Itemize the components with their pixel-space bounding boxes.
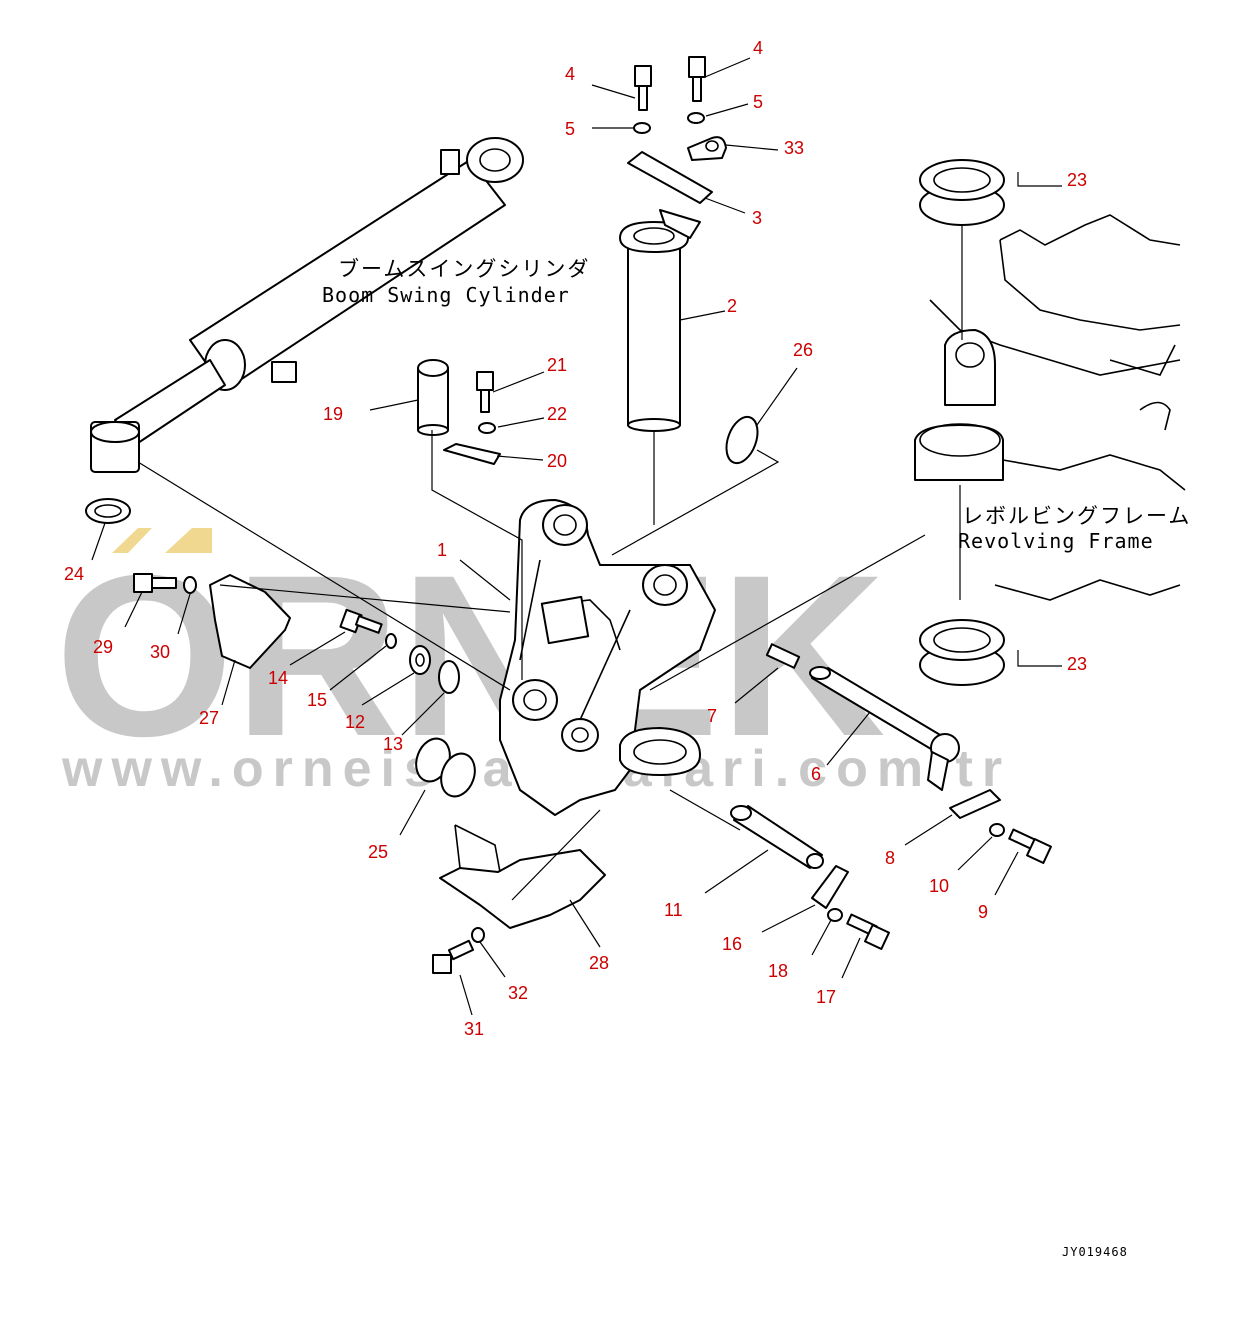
callout-5: 5	[753, 92, 763, 112]
washer-15	[385, 633, 397, 649]
washer-30	[183, 576, 197, 594]
callout-2: 2	[727, 296, 737, 316]
grease-fitting-7	[765, 643, 801, 669]
callout-29: 29	[93, 637, 113, 657]
swing-bracket-1	[499, 499, 716, 816]
boom-swing-cylinder-label-en: Boom Swing Cylinder	[322, 283, 570, 307]
drawing-code: JY019468	[1062, 1245, 1128, 1259]
bolt-21	[476, 371, 494, 413]
boom-swing-cylinder	[90, 137, 524, 473]
callout-3: 3	[752, 208, 762, 228]
callout-4: 4	[565, 64, 575, 84]
ring-13	[438, 660, 460, 694]
boom-swing-cylinder-label-jp: ブームスイングシリンダ	[338, 257, 590, 281]
plate-8	[949, 789, 1001, 819]
pin-2	[619, 209, 701, 525]
callout-10: 10	[929, 876, 949, 896]
callout-33: 33	[784, 138, 804, 158]
frame-lower-boss	[914, 424, 1004, 481]
bushing-23-upper	[919, 159, 1005, 340]
callout-23: 23	[1067, 654, 1087, 674]
bolt-17	[846, 913, 890, 950]
callout-26: 26	[793, 340, 813, 360]
callout-numbers: 4 4 5 5 33 3 2 23 23 26 21 22 19 20 1 24…	[64, 38, 1087, 1039]
revolving-frame	[914, 214, 1186, 601]
callout-20: 20	[547, 451, 567, 471]
callout-25: 25	[368, 842, 388, 862]
bolt-9	[1008, 828, 1052, 864]
leader-lines	[91, 57, 1062, 1016]
callout-16: 16	[722, 934, 742, 954]
callout-4: 4	[753, 38, 763, 58]
washer-22	[478, 422, 496, 434]
callout-31: 31	[464, 1019, 484, 1039]
callout-8: 8	[885, 848, 895, 868]
pin-6	[809, 666, 960, 791]
clamp-33	[687, 136, 727, 161]
callout-30: 30	[150, 642, 170, 662]
watermark: ORNEK www.orneisnakinalari.com.tr	[55, 527, 1002, 798]
callout-23: 23	[1067, 170, 1087, 190]
callout-21: 21	[547, 355, 567, 375]
shim-26	[725, 415, 759, 465]
cylinder-port-top	[440, 149, 460, 175]
callout-27: 27	[199, 708, 219, 728]
washer-5-left	[633, 122, 651, 134]
cylinder-port-bottom	[271, 361, 297, 383]
callout-7: 7	[707, 706, 717, 726]
plate-20	[443, 443, 501, 465]
bolt-14	[339, 608, 383, 634]
watermark-accent-right	[165, 528, 212, 553]
callout-5: 5	[565, 119, 575, 139]
bolt-29	[133, 573, 177, 593]
cover-27	[209, 574, 291, 669]
callout-19: 19	[323, 404, 343, 424]
callout-15: 15	[307, 690, 327, 710]
bushing-23-lower	[919, 619, 1005, 686]
collar-12	[409, 645, 431, 675]
callout-24: 24	[64, 564, 84, 584]
callout-13: 13	[383, 734, 403, 754]
shim-25b	[440, 752, 476, 798]
bolt-4-left	[634, 65, 652, 111]
washer-32	[471, 927, 485, 943]
washer-5-right	[687, 112, 705, 124]
callout-14: 14	[268, 668, 288, 688]
callout-1: 1	[437, 540, 447, 560]
callout-18: 18	[768, 961, 788, 981]
callout-17: 17	[816, 987, 836, 1007]
washer-18	[827, 908, 843, 922]
watermark-accent-left	[112, 528, 152, 553]
pin-11	[730, 805, 824, 869]
watermark-brand: ORNEK	[55, 527, 886, 784]
callout-12: 12	[345, 712, 365, 732]
shim-24	[85, 498, 131, 524]
callout-22: 22	[547, 404, 567, 424]
cylinder-eye	[466, 137, 524, 183]
bolt-4-right	[688, 56, 706, 102]
bolt-31	[432, 939, 475, 974]
revolving-frame-label-jp: レボルビングフレーム	[962, 504, 1191, 528]
plate-3	[627, 151, 713, 204]
revolving-frame-label-en: Revolving Frame	[958, 529, 1154, 553]
callout-32: 32	[508, 983, 528, 1003]
pin-19	[417, 359, 449, 436]
callout-11: 11	[664, 900, 683, 920]
callout-28: 28	[589, 953, 609, 973]
washer-10	[989, 823, 1005, 837]
plate-16	[811, 865, 849, 909]
callout-9: 9	[978, 902, 988, 922]
callout-6: 6	[811, 764, 821, 784]
